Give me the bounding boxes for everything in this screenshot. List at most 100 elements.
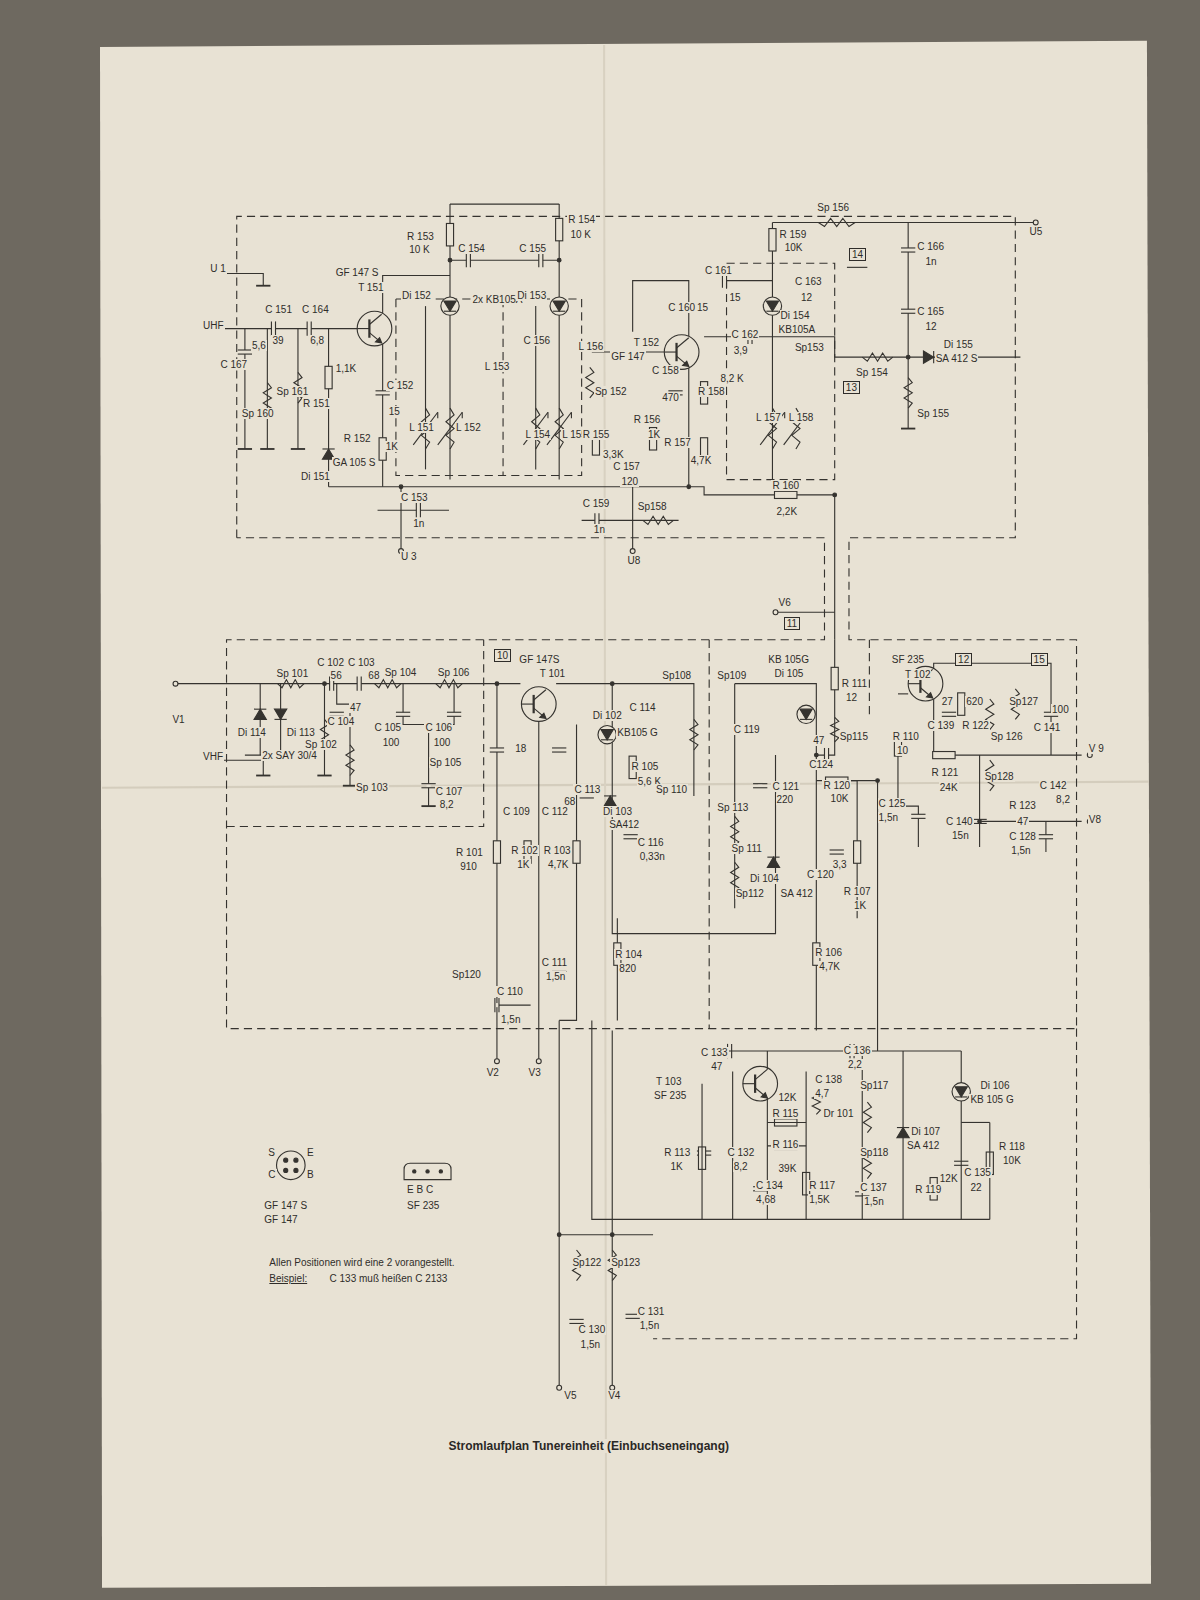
wire [612, 1031, 613, 1388]
tuning-arrow [547, 412, 548, 418]
diode-symbol [604, 796, 616, 806]
part-label: 1,5K [808, 1194, 831, 1205]
part-label: KB105A [778, 324, 817, 335]
part-label: Sp115 [839, 731, 869, 742]
part-label: C 166 [916, 241, 945, 252]
ground-symbol [291, 448, 305, 450]
junction [448, 258, 452, 262]
part-label: C 116 [637, 837, 665, 848]
part-label: GA 105 S [332, 457, 377, 468]
ground-symbol [421, 805, 435, 807]
part-label: Sp128 [984, 771, 1015, 782]
signal-name: V2 [486, 1067, 500, 1078]
part-label: 910 [459, 861, 478, 872]
part-label: C 139 [927, 720, 956, 731]
resistor-symbol [854, 841, 861, 863]
signal-name: U 1 [209, 263, 227, 274]
ground-symbol [256, 775, 270, 777]
part-label: 1,5n [1010, 845, 1031, 856]
coil-symbol [904, 378, 912, 409]
diode-symbol [897, 1128, 909, 1138]
ground-symbol [260, 448, 274, 450]
capacitor-symbol [972, 819, 986, 823]
part-label: 2x SAY 30/4 [261, 750, 318, 761]
part-label: C 162 [731, 329, 760, 340]
capacitor-symbol [901, 309, 915, 313]
wire [204, 328, 357, 329]
paper-sheet [100, 41, 1151, 1588]
wire [979, 755, 980, 847]
part-label: 39K [778, 1163, 798, 1174]
capacitor-symbol [466, 253, 470, 267]
part-label: 4,7K [818, 961, 841, 972]
part-label: 1,5n [878, 812, 899, 823]
signal-name: U8 [627, 555, 642, 566]
part-label: 1K [853, 900, 867, 911]
wire [324, 684, 325, 776]
part-label: C 103 [347, 657, 376, 668]
coil-symbol [436, 680, 463, 688]
resistor-symbol [958, 693, 965, 715]
wire [612, 684, 775, 934]
capacitor-symbol [911, 814, 925, 818]
signal-name: V3 [528, 1067, 542, 1078]
part-label: T 103 [655, 1076, 682, 1087]
part-label: E [306, 1147, 315, 1158]
part-label: R 160 [771, 480, 800, 491]
part-label: R 159 [779, 229, 808, 240]
part-label: Sp120 [451, 969, 482, 980]
junction [906, 355, 910, 359]
part-label: 100 [433, 737, 452, 748]
caption: Stromlaufplan Tunereinheit (Einbuchsenei… [447, 1439, 731, 1453]
tuning-arrow [462, 412, 463, 418]
part-label: C 157 [612, 461, 641, 472]
wire [450, 204, 559, 205]
coil-symbol [818, 218, 855, 226]
capacitor-symbol [396, 712, 410, 716]
note-text: Allen Positionen wird eine 2 vorangestel… [268, 1257, 455, 1268]
part-label: Di 102 [592, 710, 623, 721]
part-label: 4,68 [755, 1194, 776, 1205]
part-label: 56 [330, 670, 343, 681]
capacitor-symbol [901, 248, 915, 252]
wire [834, 495, 835, 640]
part-label: GF 147 [610, 351, 645, 362]
wire [980, 821, 1082, 822]
part-label: R 155 [582, 429, 611, 440]
part-label: C 161 [704, 265, 733, 276]
part-label: 1K [385, 441, 399, 452]
part-label: SF 235 [653, 1090, 687, 1101]
part-label: 3,3K [602, 449, 625, 460]
terminal [494, 1059, 499, 1064]
signal-name: V5 [563, 1390, 577, 1401]
part-label: R 103 [543, 845, 572, 856]
part-label: Di 105 [773, 668, 804, 679]
shield-outline [227, 216, 1077, 1028]
part-label: 10K [784, 242, 804, 253]
part-label: R 119 [914, 1184, 942, 1195]
part-label: 6,8 [309, 335, 325, 346]
part-label: R 118 [998, 1141, 1026, 1152]
capacitor-symbol [376, 391, 390, 395]
wire [732, 1071, 733, 1219]
shield-outline [227, 640, 484, 827]
part-label: 5,6 [251, 340, 267, 351]
part-label: C 102 [316, 657, 345, 668]
capacitor-symbol [495, 998, 499, 1012]
diode-symbol [274, 709, 286, 719]
part-label: 1,1K [335, 363, 358, 374]
part-label: C 132 [727, 1147, 756, 1158]
part-label: C 107 [435, 786, 464, 797]
part-label: C 155 [518, 243, 547, 254]
signal-name: V6 [778, 597, 792, 608]
part-label: Sp 155 [916, 408, 950, 419]
junction [323, 682, 327, 686]
callout-number: 11 [784, 617, 800, 630]
part-label: 12 [800, 292, 813, 303]
note-text: Beispiel: [268, 1273, 308, 1284]
part-label: 15n [951, 830, 970, 841]
wire [714, 1050, 961, 1051]
part-label: T 151 [357, 282, 384, 293]
signal-name: U5 [1029, 226, 1044, 237]
wire [767, 1051, 768, 1069]
